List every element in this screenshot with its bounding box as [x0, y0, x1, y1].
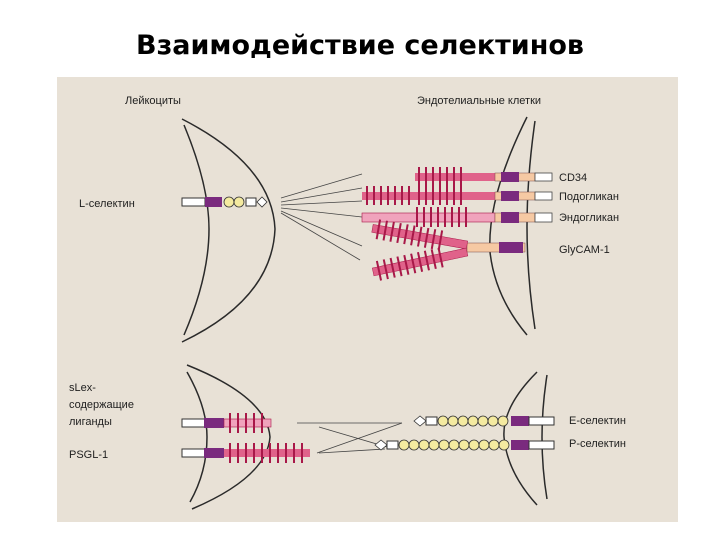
- bottom-binding-lines: [297, 422, 403, 454]
- endothelial-cells-label: Эндотелиальные клетки: [417, 95, 541, 107]
- podoglycan-molecule: [362, 186, 553, 205]
- l-selectin-molecule: [181, 196, 268, 208]
- endothelial-membrane-bottom: [503, 371, 538, 506]
- e-selectin-molecule: [413, 415, 555, 427]
- endothelial-membrane-bottom-inner: [541, 374, 548, 500]
- leukocytes-label: Лейкоциты: [125, 95, 181, 107]
- ligand-label-podoglycan: Подогликан: [559, 191, 619, 203]
- leukocyte-membrane-inner: [183, 124, 210, 336]
- slex-ligands-label-line3: лиганды: [69, 416, 112, 428]
- l-selectin-label: L-селектин: [79, 198, 135, 210]
- leukocyte-membrane: [181, 118, 276, 343]
- ligand-label-glycam1: GlyCAM-1: [559, 244, 610, 256]
- ligand-label-cd34: CD34: [559, 172, 587, 184]
- slex-ligand-molecule: [181, 413, 272, 433]
- leukocyte-membrane-bottom-inner: [186, 371, 208, 503]
- endothelial-membrane-inner: [526, 120, 536, 330]
- p-selectin-molecule: [374, 439, 555, 451]
- psgl1-label: PSGL-1: [69, 449, 108, 461]
- glycam1-molecule: [371, 219, 526, 281]
- l-selectin-binding-lines: [280, 173, 363, 261]
- figure-background: [57, 77, 678, 522]
- leukocyte-membrane-bottom: [186, 364, 271, 510]
- psgl1-molecule: [181, 443, 310, 463]
- e-selectin-label: E-селектин: [569, 415, 626, 427]
- ligand-label-endoglycan: Эндогликан: [559, 212, 619, 224]
- p-selectin-label: P-селектин: [569, 438, 626, 450]
- slex-ligands-label-line1: sLex-: [69, 382, 96, 394]
- slex-ligands-label-line2: содержащие: [69, 399, 134, 411]
- endoglycan-molecule: [361, 207, 553, 227]
- slide-title: Взаимодействие селектинов: [135, 30, 585, 61]
- cd34-molecule: [415, 167, 553, 186]
- selectin-interaction-diagram: Лейкоциты Эндотелиальные клетки L-селект…: [57, 77, 678, 522]
